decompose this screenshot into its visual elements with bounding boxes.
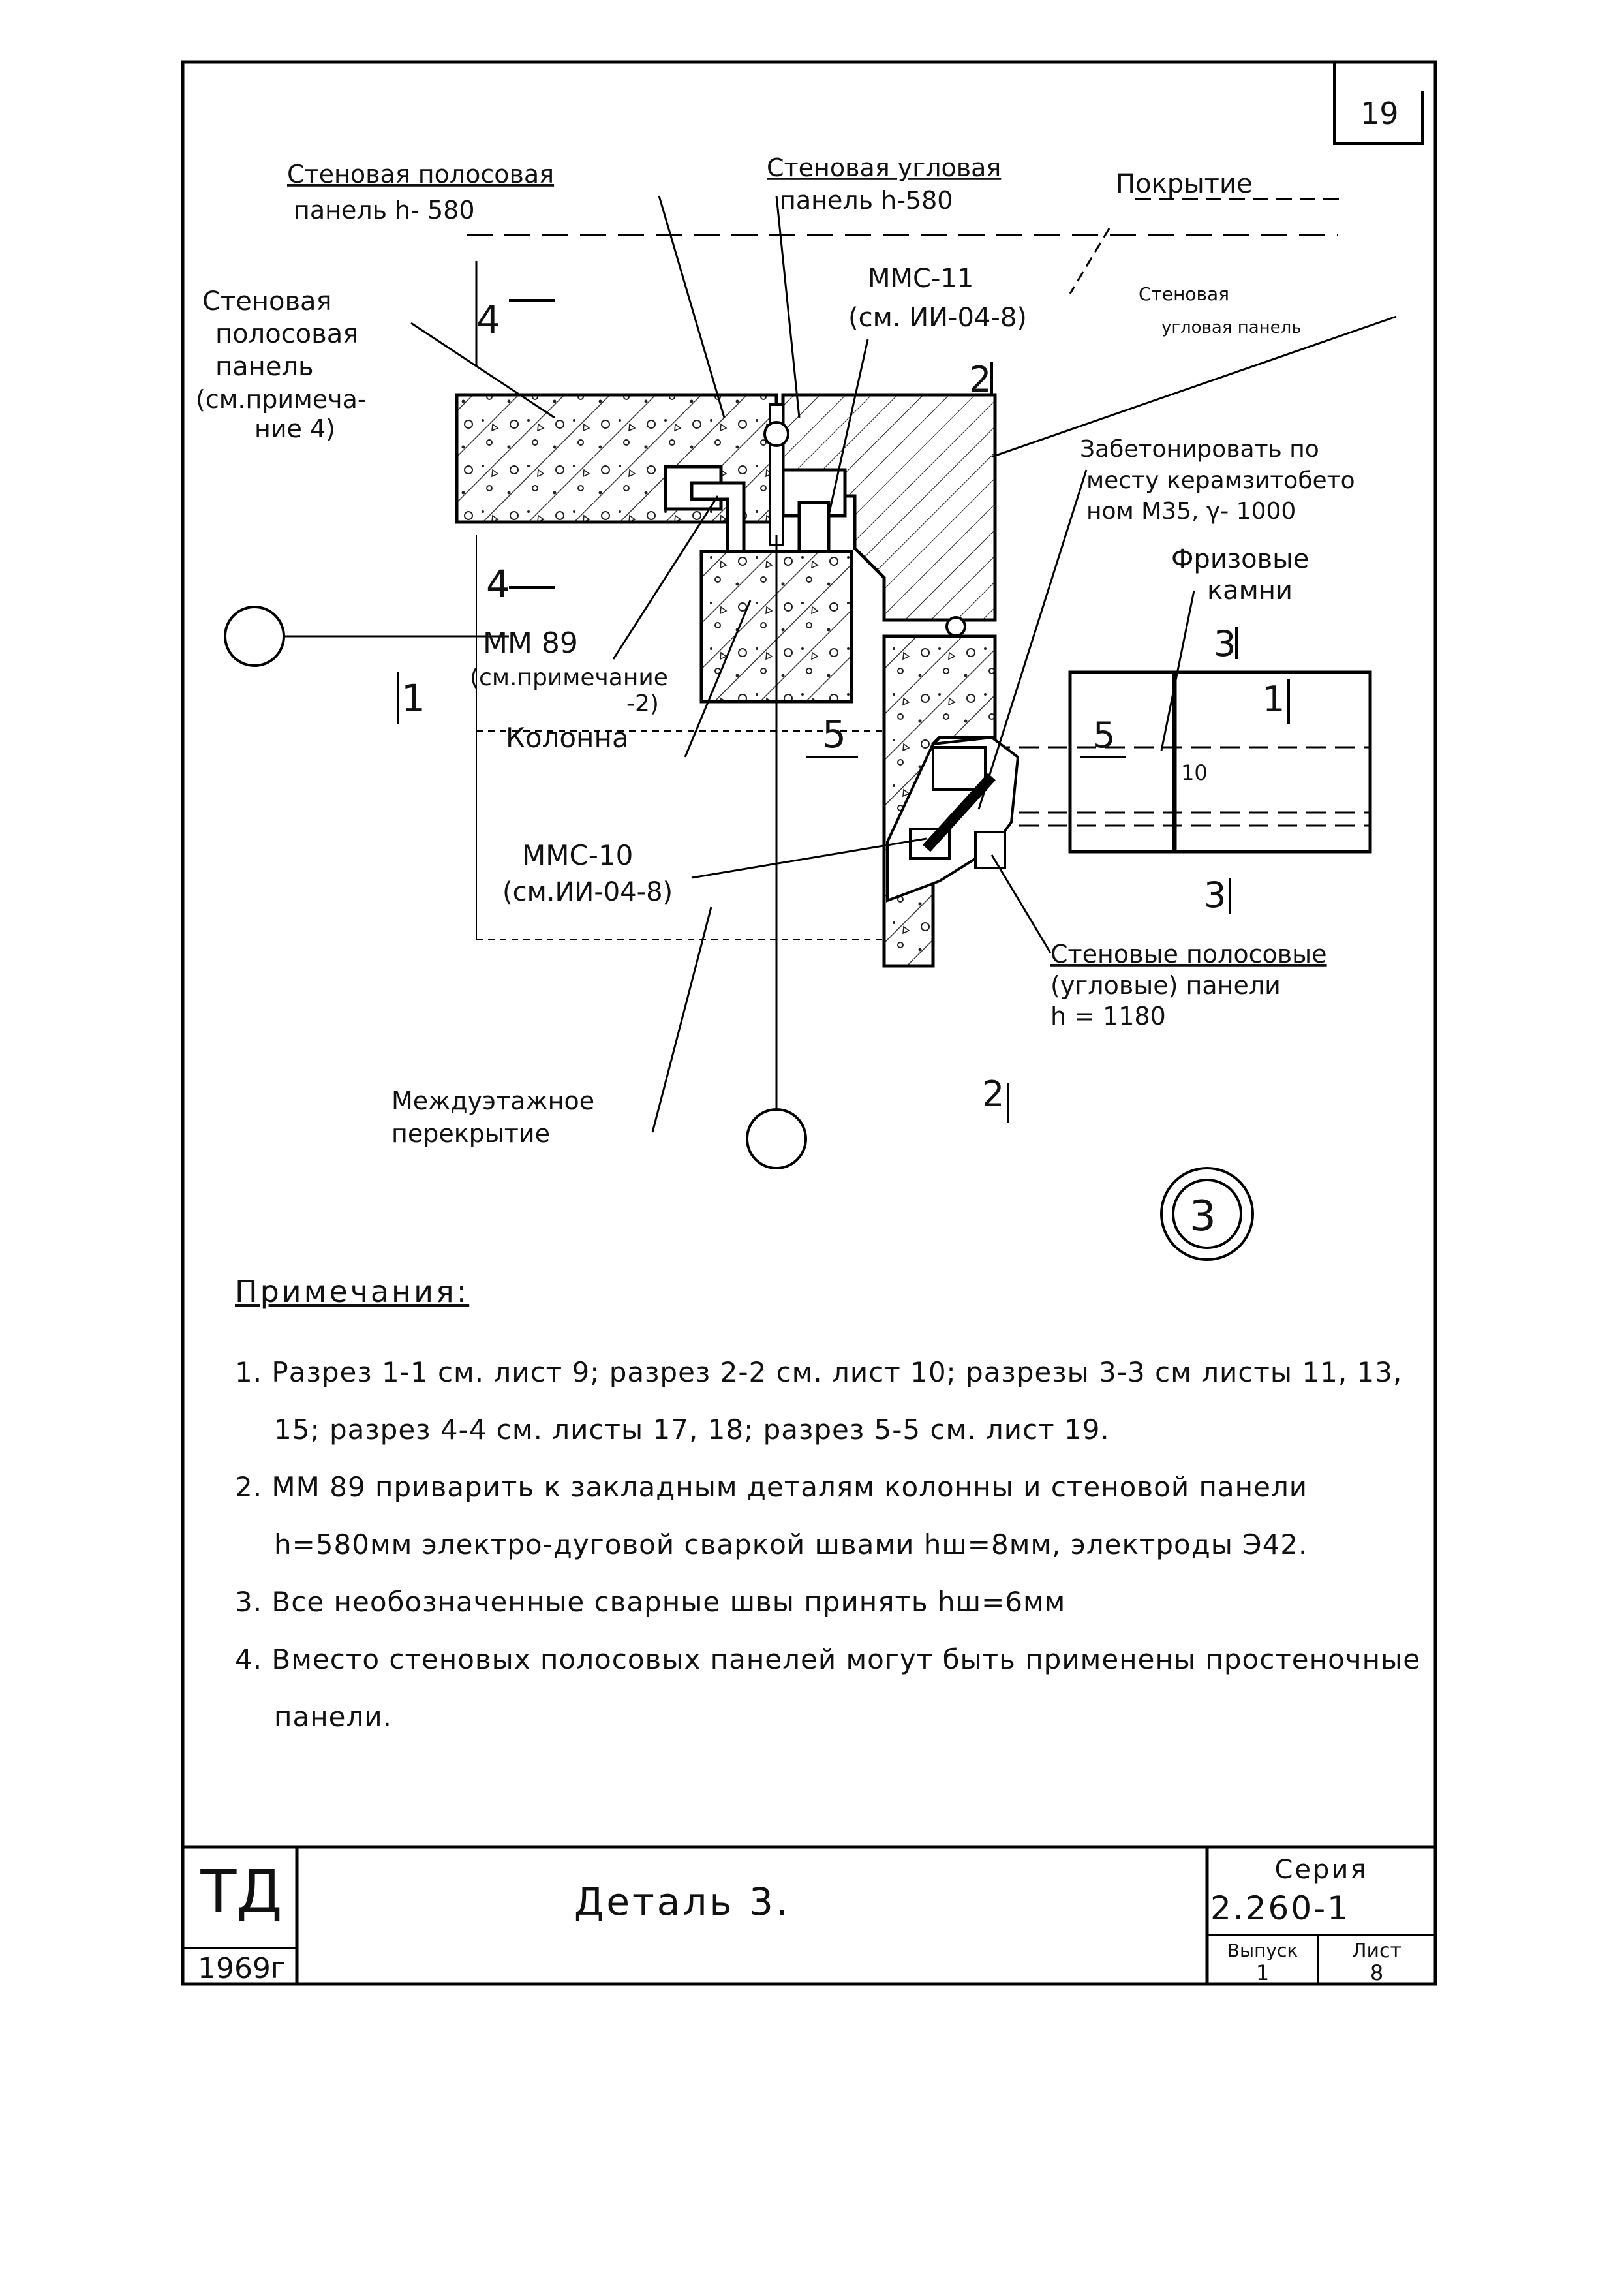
label-floor-2: перекрытие: [391, 1119, 550, 1148]
leader-strip-panel-top: [658, 195, 726, 418]
title-block-sheet-label: Лист: [1351, 1940, 1402, 1962]
mmc11-plate: [797, 501, 831, 553]
leader-mmc10: [691, 837, 927, 879]
notes-section: Примечания: 1. Разрез 1-1 см. лист 9; ра…: [235, 1263, 1422, 1746]
axis-bubble-bottom: [746, 1108, 807, 1169]
label-strip-left-2: полосовая: [215, 319, 358, 349]
leader-strip-left: [410, 322, 555, 419]
label-frieze-1: Фризовые: [1171, 544, 1309, 574]
note-item: 1. Разрез 1-1 см. лист 9; разрез 2-2 см.…: [235, 1356, 1403, 1446]
leader-roof: [1069, 228, 1111, 294]
section-mark-3-top: 3: [1214, 623, 1236, 664]
label-mmc11-2: (см. ИИ-04-8): [848, 303, 1027, 333]
label-strip-panel-top-2: панель h- 580: [294, 196, 475, 225]
label-strip-left-3: панель: [215, 352, 314, 382]
leader-floor: [651, 906, 712, 1133]
label-mm89-1: ММ 89: [483, 627, 578, 660]
title-block-org: ТД: [200, 1858, 283, 1927]
label-column: Колонна: [506, 722, 629, 754]
detail-marker-number: 3: [1189, 1192, 1216, 1241]
leader-corner-right: [991, 315, 1397, 458]
note-item: 4. Вместо стеновых полосовых панелей мог…: [235, 1643, 1421, 1733]
label-mmc10-2: (см.ИИ-04-8): [502, 877, 673, 907]
label-frieze-2: камни: [1207, 576, 1293, 606]
frieze-stones: [1068, 670, 1372, 854]
label-concrete-3: ном М35, γ- 1000: [1086, 498, 1296, 525]
note-item: 2. ММ 89 приварить к закладным деталям к…: [235, 1471, 1308, 1560]
label-bottom-panels-1: Стеновые полосовые: [1050, 940, 1327, 968]
note-item: 3. Все необозначенные сварные швы принят…: [235, 1586, 1066, 1618]
label-floor-1: Междуэтажное: [391, 1087, 594, 1115]
title-block-series-value: 2.260-1: [1210, 1889, 1350, 1927]
section-mark-1-right: 1: [1263, 679, 1285, 720]
title-block-series-label: Серия: [1274, 1855, 1368, 1885]
title-block-issue-value: 1: [1255, 1960, 1270, 1985]
leader-frieze: [1160, 590, 1195, 751]
section-mark-5-right: 5: [1093, 715, 1115, 756]
label-mm89-2: (см.примечание: [470, 664, 668, 691]
sheet-number: 19: [1360, 96, 1399, 131]
title-block-year: 1969г: [197, 1952, 286, 1985]
axis-bubble-left: [224, 606, 285, 667]
label-strip-left-5: ние 4): [254, 414, 335, 443]
sealant-top: [763, 421, 789, 447]
detail-marker-circle-outer: [1160, 1167, 1254, 1261]
label-concrete-2: месту керамзитобето: [1086, 467, 1355, 494]
label-corner-panel-top-1: Стеновая угловая: [767, 153, 1001, 182]
label-bottom-panels-3: h = 1180: [1050, 1002, 1166, 1030]
bottom-plate-3: [974, 831, 1006, 869]
section-mark-4-bottom: 4: [486, 562, 510, 606]
sheet-number-box: [1333, 62, 1424, 145]
label-concrete-1: Забетонировать по: [1080, 436, 1319, 463]
leader-corner-panel-top: [775, 195, 801, 418]
detail-marker-circle-inner: [1172, 1179, 1242, 1249]
label-corner-right-2: угловая панель: [1161, 318, 1302, 337]
leader-mm89: [612, 495, 719, 660]
section-mark-2-top: 2: [969, 359, 991, 400]
label-corner-right-1: Стеновая: [1139, 283, 1229, 305]
mm89-bracket: [690, 481, 746, 553]
mmc10-rod: [923, 773, 996, 852]
title-block-issue-label: Выпуск: [1227, 1940, 1298, 1961]
label-bottom-panels-2: (угловые) панели: [1050, 971, 1281, 1000]
label-mm89-3: -2): [626, 690, 659, 717]
section-mark-1-left: 1: [401, 676, 425, 720]
title-block-sheet-value: 8: [1370, 1960, 1384, 1985]
section-mark-3-bottom: 3: [1204, 875, 1226, 916]
dimension-10: 10: [1181, 760, 1208, 785]
bottom-plate-1: [932, 746, 987, 791]
sheet-frame: [181, 60, 1437, 1986]
label-strip-left-4: (см.примеча-: [196, 385, 367, 414]
leader-column: [684, 600, 752, 758]
section-mark-5-left: 5: [822, 712, 846, 756]
label-strip-panel-top-1: Стеновая полосовая: [287, 160, 554, 189]
label-strip-left-1: Стеновая: [202, 286, 332, 317]
label-mmc10-1: ММС-10: [522, 839, 633, 871]
label-mmc11-1: ММС-11: [868, 264, 973, 294]
sealant-mid: [945, 616, 966, 637]
section-mark-4-top: 4: [476, 298, 500, 342]
label-roof: Покрытие: [1116, 169, 1253, 199]
leader-mmc11: [827, 339, 869, 516]
leader-bottom-panels: [990, 854, 1052, 953]
notes-title: Примечания:: [235, 1274, 470, 1309]
title-block-title: Деталь 3.: [574, 1880, 791, 1924]
leader-concrete: [977, 469, 1088, 810]
label-corner-panel-top-2: панель h-580: [780, 186, 953, 215]
section-mark-2-bottom: 2: [982, 1074, 1004, 1115]
